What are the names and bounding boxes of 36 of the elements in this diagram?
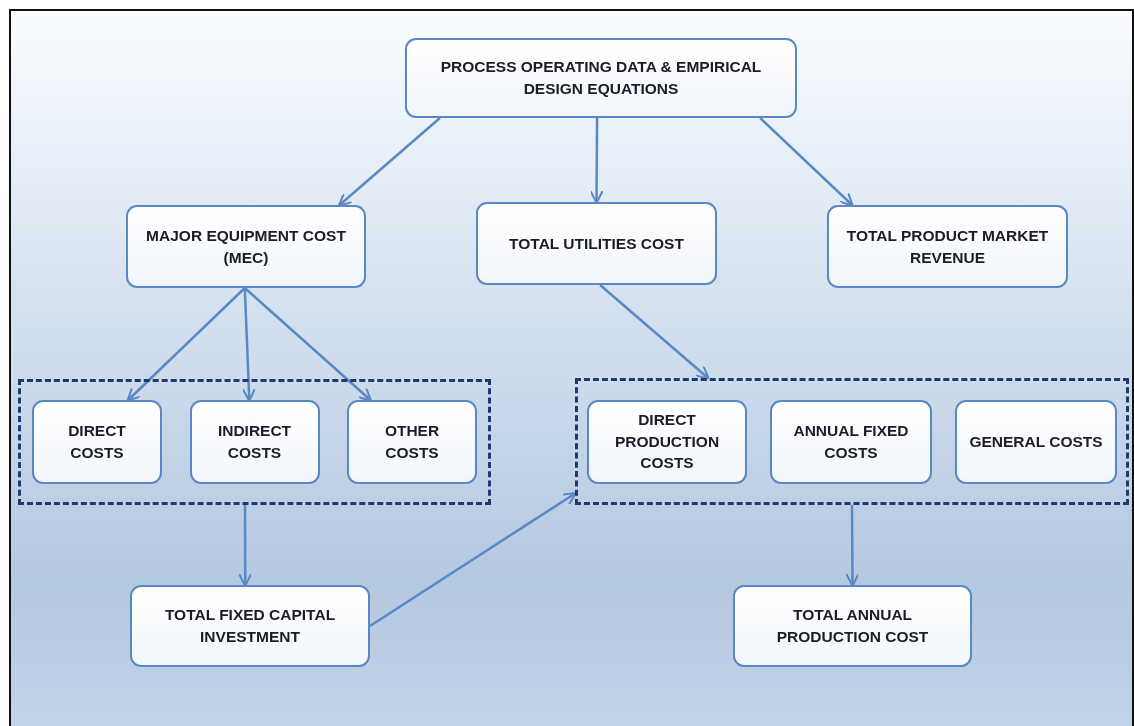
process-box (587, 399, 747, 484)
process-box (733, 585, 972, 667)
box-label: TOTAL FIXED CAPITAL INVESTMENT (163, 605, 337, 647)
process-box (189, 400, 320, 484)
arrow (243, 287, 373, 402)
box-label: GENERAL COSTS (969, 431, 1103, 452)
arrow (759, 117, 854, 207)
dashed-group-box (18, 379, 491, 505)
arrow (238, 505, 253, 587)
box-label: TOTAL PRODUCT MARKET REVENUE (845, 225, 1050, 268)
arrow (241, 287, 256, 402)
process-box (32, 400, 162, 484)
box-label: MAJOR EQUIPMENT COST (MEC) (145, 225, 347, 268)
arrow (337, 117, 441, 207)
box-label: ANNUAL FIXED COSTS (792, 420, 910, 463)
process-box (405, 38, 797, 118)
arrow (845, 505, 860, 587)
box-label: INDIRECT COSTS (216, 421, 293, 463)
box-label: DIRECT PRODUCTION COSTS (613, 409, 721, 474)
process-box (827, 205, 1068, 288)
box-label: TOTAL UTILITIES COST (509, 233, 684, 254)
arrow (126, 287, 246, 402)
box-label: PROCESS OPERATING DATA & EMPIRICAL DESIGN EQUATIONS (439, 57, 763, 99)
process-box (955, 399, 1117, 484)
process-box (476, 202, 717, 285)
arrow (599, 284, 710, 380)
box-label: TOTAL ANNUAL PRODUCTION COST (775, 605, 930, 647)
arrow (589, 118, 604, 204)
process-box (130, 585, 370, 667)
dashed-group-box (575, 378, 1129, 505)
box-label: OTHER COSTS (383, 421, 441, 463)
process-box (347, 400, 477, 484)
process-box (126, 205, 366, 288)
process-box (770, 399, 932, 484)
box-label: DIRECT COSTS (67, 421, 127, 463)
arrow (369, 492, 577, 628)
